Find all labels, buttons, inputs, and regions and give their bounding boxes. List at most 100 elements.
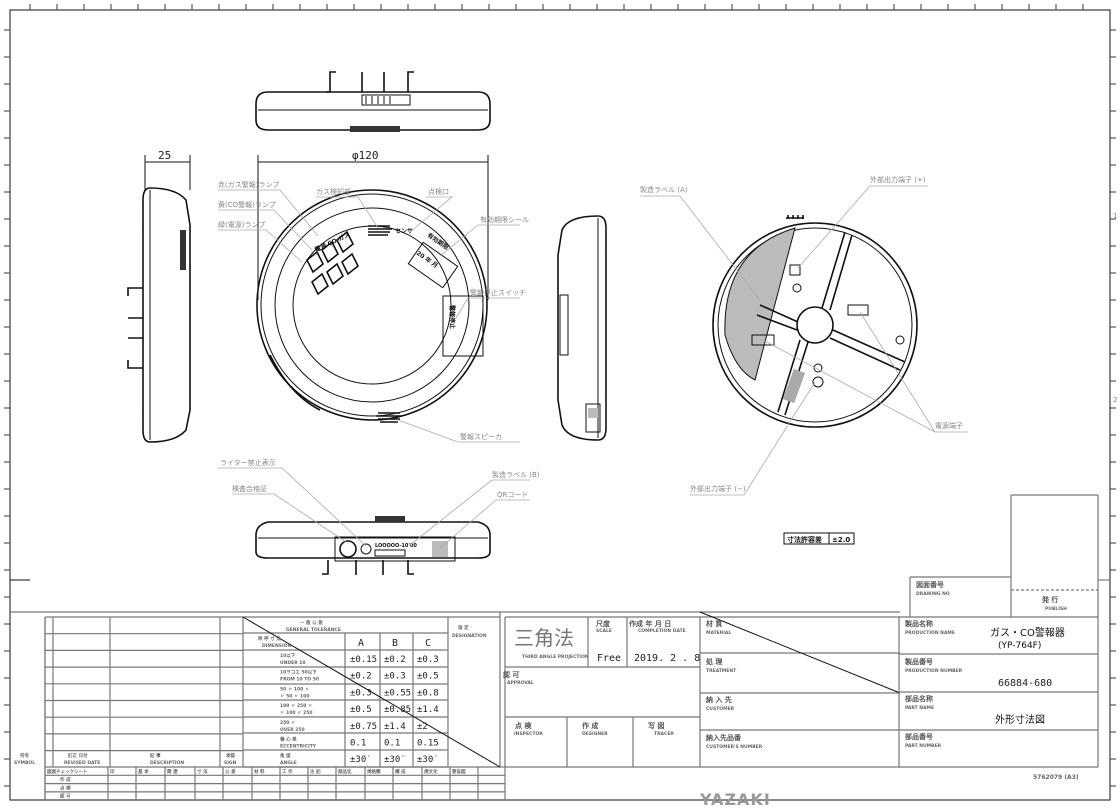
stop-switch-text: 警報停止 <box>448 304 456 329</box>
part-name-label-en: PART NAME <box>905 705 934 711</box>
check-sheet-header: 図面チェックシート <box>47 768 88 775</box>
designation-header: 指 定 <box>458 624 469 631</box>
yazaki-logo: YAZAKI <box>699 790 771 809</box>
front-view: 電源 CO ガス センサ 有効期限 20 年 月 警報停止 <box>256 189 488 423</box>
tolerance-range: 10ヲコエ 50以下 <box>280 669 317 676</box>
tolerance-value: ±1.4 <box>417 705 439 715</box>
dimension-value: φ120 <box>352 149 379 162</box>
check-sheet-header: 規格類 <box>367 768 381 775</box>
tolerance-value: ±30′ <box>350 755 372 765</box>
zone-number: 1 <box>1113 212 1117 220</box>
check-sheet-header: 工 作 <box>282 768 293 775</box>
col-date-en: REVISED DATE <box>64 760 100 766</box>
tolerance-value: 0.1 <box>350 739 366 749</box>
label-b-code: LOOOOO-10'00 <box>375 543 417 549</box>
sensor-text: センサ <box>395 228 413 235</box>
tolerance-class-B: B <box>392 638 398 649</box>
scale-value: Free <box>597 653 621 664</box>
tolerance-range: 偏 心 差 <box>280 736 297 743</box>
check-sheet-row-label: 点 検 <box>60 784 71 791</box>
check-sheet-header: 注 記 <box>310 768 321 775</box>
tolerance-value: ±0.3 <box>350 688 372 698</box>
approval-label-en: APPROVAL <box>507 680 534 686</box>
check-sheet-row-label: 作 成 <box>60 776 71 783</box>
tolerance-value: ±2 <box>417 722 428 732</box>
product-name-label: 製品名称 <box>904 619 933 628</box>
tracer-label: 写 図 <box>648 721 664 730</box>
bottom-view-callouts: ライター禁止表示 検査合格証 製造ラベル (B) QRコード <box>218 458 540 549</box>
callout-inspection: 検査合格証 <box>232 484 267 493</box>
tolerance-note-label: 寸法許容差 <box>787 535 822 544</box>
product-name-label-en: PRODUCTION NAME <box>905 630 955 636</box>
callout-output-plus: 外部出力端子 (+) <box>870 175 926 184</box>
tolerance-value: ±0.85 <box>384 705 411 715</box>
scale-label: 尺度 <box>595 619 611 628</box>
col-sign-en: SIGN <box>224 760 237 766</box>
tolerance-range-en: ECCENTRICITY <box>280 744 317 750</box>
tolerance-note: 寸法許容差 ±2.0 <box>783 532 855 545</box>
tolerance-value: ±0.3 <box>417 655 439 665</box>
tolerance-range: 50 〃 100 〃 <box>280 686 309 692</box>
drawing-number-label-en: DRAWING NO <box>916 591 950 597</box>
tolerance-range: 角 度 <box>280 752 291 759</box>
tracer-label-en: TRACER <box>654 731 674 737</box>
dimension-height: 25 <box>144 149 191 190</box>
expiry-date-text: 20 年 月 <box>415 249 440 270</box>
inspector-label-en: INSPECTOR <box>514 731 543 737</box>
designer-label-en: DESIGNER <box>582 731 608 737</box>
dimension-header: 称 呼 寸 法 <box>258 635 281 642</box>
check-sheet-header: 規文化 <box>424 768 438 775</box>
col-symbol-en: SYMBOL <box>14 760 35 766</box>
callout-yellow-lamp: 黄(CO警報)ランプ <box>218 200 276 209</box>
front-view-callouts: 赤(ガス警報)ランプ 黄(CO警報)ランプ 緑(電源)ランプ ガス検知部 点検口… <box>218 180 529 443</box>
product-name: ガス・CO警報器 <box>990 626 1065 639</box>
col-sign: 承認 <box>226 752 235 759</box>
drawing-number-label: 図面番号 <box>916 580 944 589</box>
col-date: 訂正 日付 <box>68 752 88 759</box>
callout-stop-switch: 警報停止スイッチ <box>470 288 526 297</box>
top-view <box>255 71 491 132</box>
check-sheet-header: 公 差 <box>225 768 236 775</box>
part-name-label: 部品名称 <box>905 694 933 703</box>
material-label-en: MATERIAL <box>706 630 731 636</box>
callout-power-terminal: 電源端子 <box>935 421 963 430</box>
dimension-header-en: DIMENSION <box>262 643 291 649</box>
treatment-label: 処 理 <box>705 657 722 666</box>
col-symbol: 符号 <box>20 752 29 759</box>
callout-lighter: ライター禁止表示 <box>220 458 276 467</box>
tolerance-range-en: UNDER 10 <box>280 660 306 666</box>
tolerance-value: ±30′ <box>384 755 406 765</box>
projection-method-en: THIRD ANGLE PROJECTION <box>522 654 589 660</box>
inspector-label: 点 検 <box>515 721 532 730</box>
treatment-label-en: TREATMENT <box>706 668 737 674</box>
callout-label-b: 製造ラベル (B) <box>492 470 540 479</box>
tolerance-value: ±0.8 <box>417 688 439 698</box>
customer-label-en: CUSTOMER <box>706 706 735 712</box>
tolerance-title: 一 般 公 差 <box>300 619 323 626</box>
tolerance-value: ±0.2 <box>350 672 372 682</box>
part-number-label-en: PART NUMBER <box>905 743 942 749</box>
tolerance-value: ±0.55 <box>384 688 411 698</box>
tolerance-value: ±1.4 <box>384 722 406 732</box>
dimension-diameter: φ120 <box>257 149 489 300</box>
check-sheet-header: 構 成 <box>395 768 406 775</box>
projection-method: 三角法 <box>514 626 574 650</box>
tolerance-range-en: 〃 100 〃 250 <box>280 710 313 716</box>
callout-qr-code: QRコード <box>497 491 528 499</box>
callout-red-lamp: 赤(ガス警報)ランプ <box>218 180 279 189</box>
material-label: 材 質 <box>705 619 722 628</box>
tolerance-value: ±0.3 <box>384 672 406 682</box>
revision-table: 符号 SYMBOL 訂正 日付 REVISED DATE 記 事 DESCRIP… <box>10 611 900 800</box>
part-number-label: 部品番号 <box>905 732 933 741</box>
bottom-view: LOOOOO-10'00 <box>255 516 491 575</box>
tolerance-value: ±0.15 <box>350 655 377 665</box>
title-block: 三角法 THIRD ANGLE PROJECTION 尺度 SCALE Free… <box>503 611 901 809</box>
tolerance-range-en: OVER 250 <box>280 727 305 733</box>
customer-number-label: 納入先品番 <box>706 733 742 742</box>
col-description-en: DESCRIPTION <box>150 760 184 766</box>
title-block-right: 図面番号 DRAWING NO 発 行 PUBLISH 製品名称 PRODUCT… <box>898 494 1110 781</box>
dimension-value: 25 <box>158 149 171 162</box>
product-number-label-en: PRODUCTION NUMBER <box>905 668 963 674</box>
customer-label: 納 入 先 <box>706 695 732 704</box>
